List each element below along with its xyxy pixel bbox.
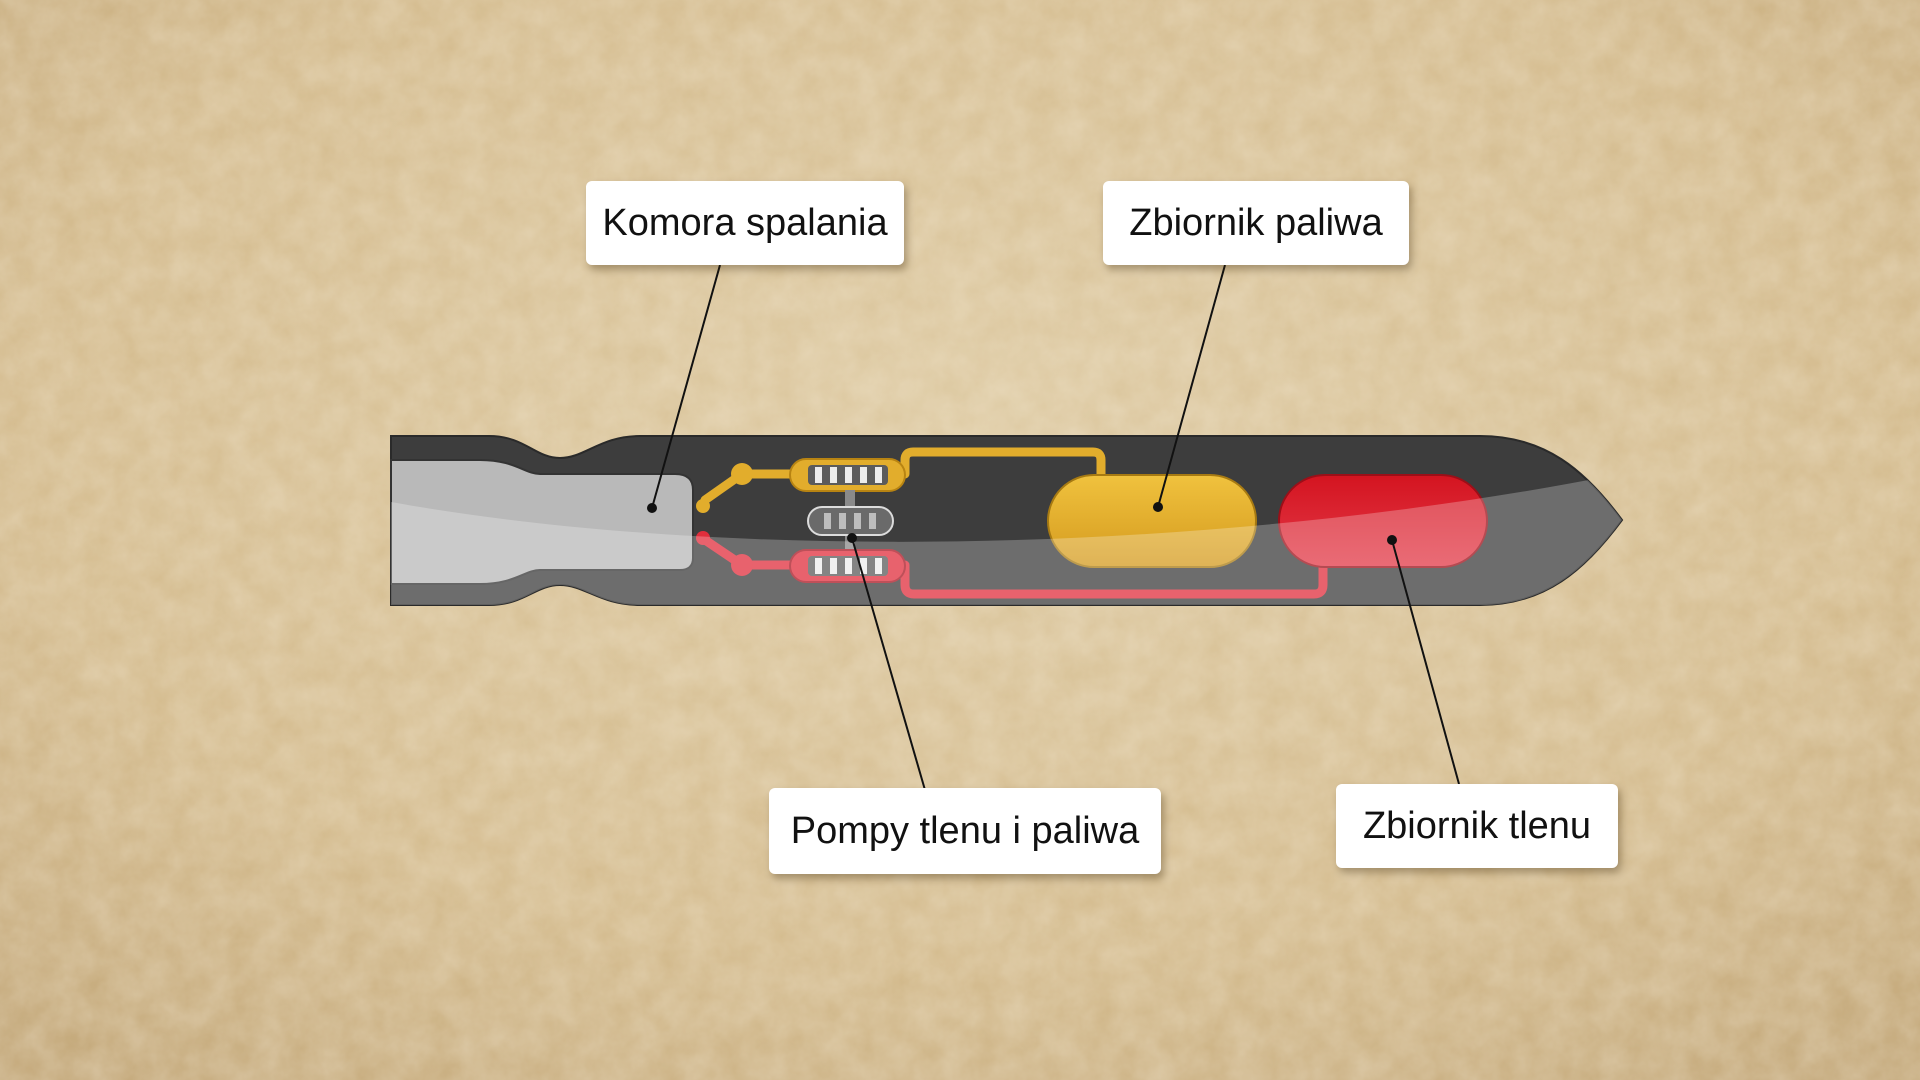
label-fuel-tank: Zbiornik paliwa	[1103, 181, 1409, 265]
label-oxygen-tank: Zbiornik tlenu	[1336, 784, 1618, 868]
label-combustion-chamber: Komora spalania	[586, 181, 904, 265]
hull-gloss	[391, 470, 1622, 605]
fuel-pump	[789, 458, 906, 492]
fuel-line-junction	[731, 463, 753, 485]
fuel-tank-shape	[1047, 474, 1257, 568]
rocket-hull	[390, 435, 1624, 606]
oxidizer-pump	[789, 549, 906, 583]
leader-lines	[651, 264, 1460, 791]
oxidizer-line-junction	[731, 554, 753, 576]
fuel-line-junction	[696, 499, 710, 513]
oxidizer-line-junction	[696, 531, 710, 545]
label-pumps: Pompy tlenu i paliwa	[769, 788, 1161, 874]
leader-dots	[647, 502, 1397, 545]
combustion-chamber-shape	[390, 459, 694, 585]
oxygen-tank-shape	[1278, 474, 1488, 568]
